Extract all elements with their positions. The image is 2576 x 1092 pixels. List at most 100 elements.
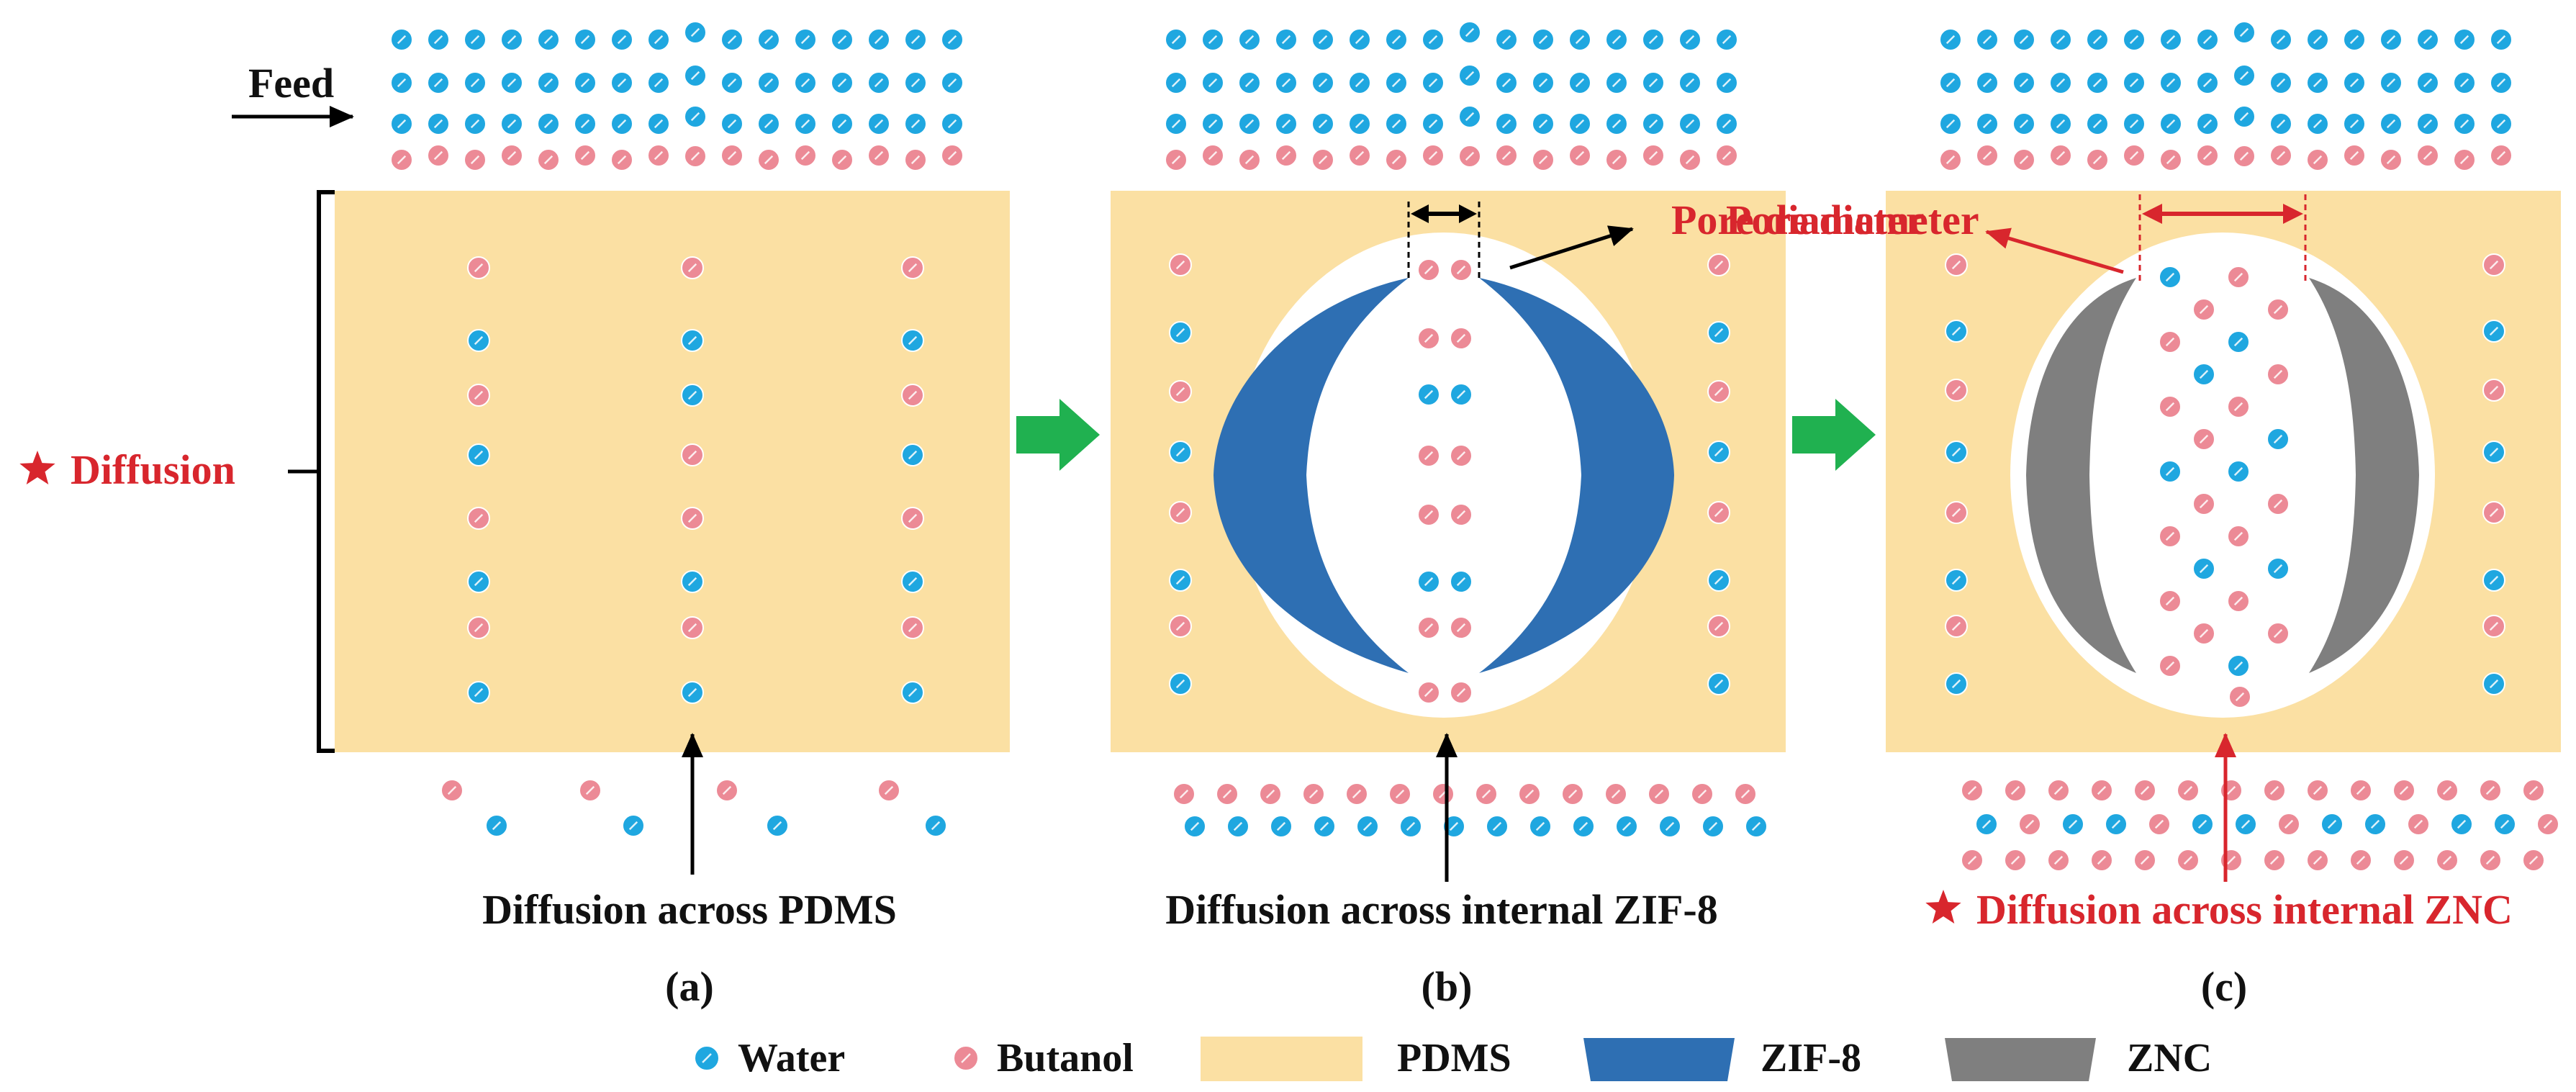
water-molecule bbox=[2105, 813, 2128, 836]
butanol-molecule bbox=[1707, 253, 1730, 276]
water-molecule bbox=[1165, 71, 1188, 94]
butanol-molecule bbox=[2018, 813, 2041, 836]
legend-znc-label: ZNC bbox=[2127, 1036, 2212, 1080]
butanol-molecule bbox=[2522, 849, 2545, 872]
butanol-molecule bbox=[2490, 144, 2513, 167]
water-molecule bbox=[1165, 28, 1188, 51]
butanol-molecule bbox=[2263, 849, 2286, 872]
pore-pointer-c bbox=[1985, 227, 2124, 274]
water-molecule bbox=[901, 329, 924, 352]
water-molecule bbox=[1399, 815, 1422, 838]
caption-b: Diffusion across internal ZIF-8 bbox=[1165, 886, 1717, 933]
butanol-molecule bbox=[2159, 395, 2182, 418]
butanol-molecule bbox=[2192, 428, 2215, 451]
water-molecule bbox=[2196, 71, 2219, 94]
membrane-molecules-a bbox=[467, 256, 924, 704]
butanol-molecule bbox=[1450, 258, 1473, 281]
feed-label: Feed bbox=[248, 60, 334, 107]
legend-water-label: Water bbox=[738, 1036, 845, 1080]
water-molecule bbox=[647, 112, 670, 135]
butanol-molecule bbox=[2196, 144, 2219, 167]
water-molecule bbox=[901, 443, 924, 466]
diffusion-label: Diffusion bbox=[71, 446, 235, 493]
water-molecule bbox=[1313, 815, 1336, 838]
water-molecule bbox=[2159, 112, 2182, 135]
water-molecule bbox=[1458, 105, 1481, 128]
legend-butanol-label: Butanol bbox=[997, 1036, 1134, 1080]
water-molecule bbox=[1385, 71, 1408, 94]
water-molecule bbox=[941, 71, 964, 94]
water-molecule bbox=[1939, 28, 1962, 51]
water-molecule bbox=[485, 814, 508, 837]
butanol-molecule bbox=[1605, 148, 1628, 171]
butanol-molecule bbox=[2267, 363, 2290, 386]
water-molecule bbox=[2123, 71, 2146, 94]
water-molecule bbox=[720, 28, 744, 51]
butanol-molecule bbox=[2049, 144, 2072, 167]
butanol-molecule bbox=[1976, 144, 1999, 167]
butanol-molecule bbox=[901, 616, 924, 639]
butanol-molecule bbox=[681, 443, 704, 466]
butanol-molecule bbox=[1417, 444, 1440, 467]
pore-arrowhead-right-c bbox=[2283, 204, 2303, 224]
water-molecule bbox=[794, 112, 817, 135]
water-molecule bbox=[464, 112, 487, 135]
panel-label-a: (a) bbox=[665, 963, 714, 1010]
water-molecule bbox=[2416, 28, 2439, 51]
water-molecule bbox=[681, 681, 704, 704]
water-molecule bbox=[574, 28, 597, 51]
butanol-molecule bbox=[1348, 144, 1371, 167]
butanol-molecule bbox=[1961, 849, 1984, 872]
butanol-molecule bbox=[2306, 849, 2329, 872]
water-molecule bbox=[2123, 112, 2146, 135]
water-molecule bbox=[1495, 28, 1518, 51]
water-molecule bbox=[681, 384, 704, 407]
zif8-shell-right bbox=[1479, 278, 1674, 673]
butanol-molecule bbox=[2047, 779, 2070, 802]
butanol-molecule bbox=[2482, 379, 2505, 402]
butanol-molecule bbox=[2482, 253, 2505, 276]
water-molecule bbox=[720, 71, 744, 94]
water-molecule bbox=[467, 329, 490, 352]
butanol-molecule bbox=[681, 256, 704, 279]
water-molecule bbox=[537, 71, 560, 94]
butanol-molecule bbox=[901, 256, 924, 279]
water-molecule bbox=[1945, 320, 1968, 343]
water-molecule bbox=[1495, 112, 1518, 135]
water-molecule bbox=[574, 112, 597, 135]
water-molecule bbox=[681, 570, 704, 593]
water-molecule bbox=[2086, 28, 2109, 51]
membrane-molecules-b bbox=[1169, 253, 1730, 704]
butanol-molecule bbox=[794, 144, 817, 167]
water-molecule bbox=[1270, 815, 1293, 838]
water-molecule bbox=[1417, 383, 1440, 406]
butanol-molecule bbox=[390, 148, 413, 171]
water-molecule bbox=[2493, 813, 2516, 836]
butanol-molecule bbox=[1417, 503, 1440, 526]
water-molecule bbox=[1458, 21, 1481, 44]
water-molecule bbox=[1707, 672, 1730, 695]
water-molecule bbox=[1169, 441, 1192, 464]
water-molecule bbox=[1495, 71, 1518, 94]
butanol-molecule bbox=[1532, 148, 1555, 171]
butanol-molecule bbox=[1259, 782, 1282, 806]
butanol-molecule bbox=[1450, 616, 1473, 639]
butanol-molecule bbox=[2090, 849, 2113, 872]
butanol-molecule bbox=[2479, 779, 2502, 802]
water-molecule bbox=[1385, 28, 1408, 51]
butanol-molecule bbox=[2159, 148, 2182, 171]
water-molecule bbox=[2490, 71, 2513, 94]
water-molecule bbox=[757, 112, 780, 135]
butanol-molecule bbox=[1311, 148, 1334, 171]
butanol-molecule bbox=[1417, 258, 1440, 281]
water-molecule bbox=[1615, 815, 1638, 838]
butanol-molecule bbox=[2482, 501, 2505, 524]
water-molecule bbox=[2343, 71, 2366, 94]
butanol-molecule bbox=[1939, 148, 1962, 171]
water-molecule bbox=[1572, 815, 1595, 838]
water-molecule bbox=[2320, 813, 2344, 836]
znc-shell-right bbox=[2309, 278, 2419, 673]
water-molecule bbox=[901, 570, 924, 593]
butanol-molecule bbox=[1417, 616, 1440, 639]
butanol-molecule bbox=[2416, 144, 2439, 167]
